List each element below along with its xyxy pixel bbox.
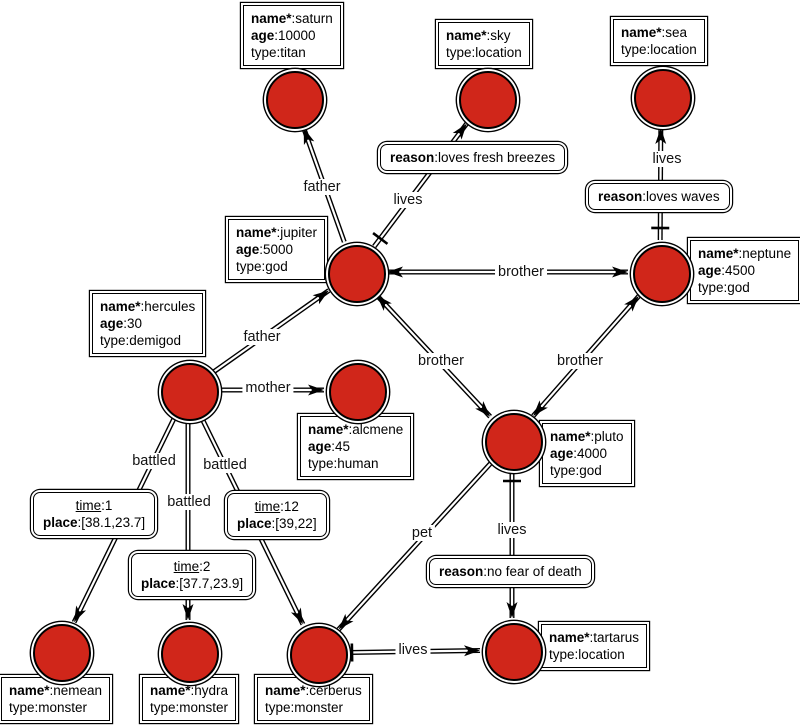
label-box-alcmene: name*:alcmene age:45 type:human bbox=[300, 416, 412, 477]
edge-label-lives-sea: lives bbox=[649, 151, 685, 167]
node-hercules bbox=[161, 363, 219, 421]
node-alcmene bbox=[329, 363, 387, 421]
node-sky bbox=[459, 71, 517, 129]
node-jupiter bbox=[328, 245, 386, 303]
node-tartarus bbox=[485, 623, 543, 681]
edge-label-pet: pet bbox=[408, 525, 436, 541]
node-saturn bbox=[266, 71, 324, 129]
edge-box-lives-sky-reason: reason:loves fresh breezes bbox=[380, 144, 566, 171]
node-cerberus bbox=[290, 626, 348, 684]
edge-label-lives-cerberus: lives bbox=[395, 642, 431, 658]
edge-label-battled-hydra: battled bbox=[164, 494, 214, 510]
edge-label-brother-jupiter-neptune: brother bbox=[495, 264, 547, 280]
node-nemean bbox=[33, 624, 91, 682]
edge-label-mother: mother bbox=[242, 380, 294, 396]
node-hydra bbox=[161, 625, 219, 683]
label-box-hydra: name*:hydra type:monster bbox=[142, 677, 237, 721]
label-box-jupiter: name*:jupiter age:5000 type:god bbox=[228, 219, 326, 280]
edge-label-battled-cerberus: battled bbox=[200, 457, 250, 473]
edge-label-battled-nemean: battled bbox=[129, 453, 179, 469]
label-box-hercules: name*:hercules age:30 type:demigod bbox=[92, 293, 204, 354]
node-neptune bbox=[633, 245, 691, 303]
edge-label-brother-neptune-pluto: brother bbox=[554, 353, 606, 369]
label-box-cerberus: name*:cerberus type:monster bbox=[257, 677, 370, 721]
edge-label-father-saturn: father bbox=[300, 179, 344, 195]
node-sea bbox=[634, 69, 692, 127]
label-box-nemean: name*:nemean type:monster bbox=[1, 677, 111, 721]
edge-label-lives-sky: lives bbox=[390, 192, 426, 208]
label-box-sea: name*:sea type:location bbox=[613, 19, 705, 63]
edge-box-lives-sea-reason: reason:loves waves bbox=[588, 183, 730, 210]
edge-label-brother-jupiter-pluto: brother bbox=[415, 353, 467, 369]
edge-box-battled-hydra: time:2 place:[37.7,23.9] bbox=[131, 553, 254, 597]
label-box-sky: name*:sky type:location bbox=[438, 22, 530, 66]
label-box-tartarus: name*:tartarus type:location bbox=[541, 624, 648, 668]
label-box-neptune: name*:neptune age:4500 type:god bbox=[690, 240, 800, 301]
edge-box-lives-tartarus-reason: reason:no fear of death bbox=[429, 558, 592, 585]
label-box-pluto: name*:pluto age:4000 type:god bbox=[542, 423, 632, 484]
edge-box-battled-nemean: time:1 place:[38.1,23.7] bbox=[33, 492, 156, 536]
edge-label-lives-pluto: lives bbox=[494, 522, 530, 538]
node-pluto bbox=[485, 413, 543, 471]
edge-label-father-jupiter: father bbox=[240, 329, 284, 345]
edge-box-battled-cerberus: time:12 place:[39,22] bbox=[227, 493, 327, 537]
label-box-saturn: name*:saturn age:10000 type:titan bbox=[243, 5, 341, 66]
